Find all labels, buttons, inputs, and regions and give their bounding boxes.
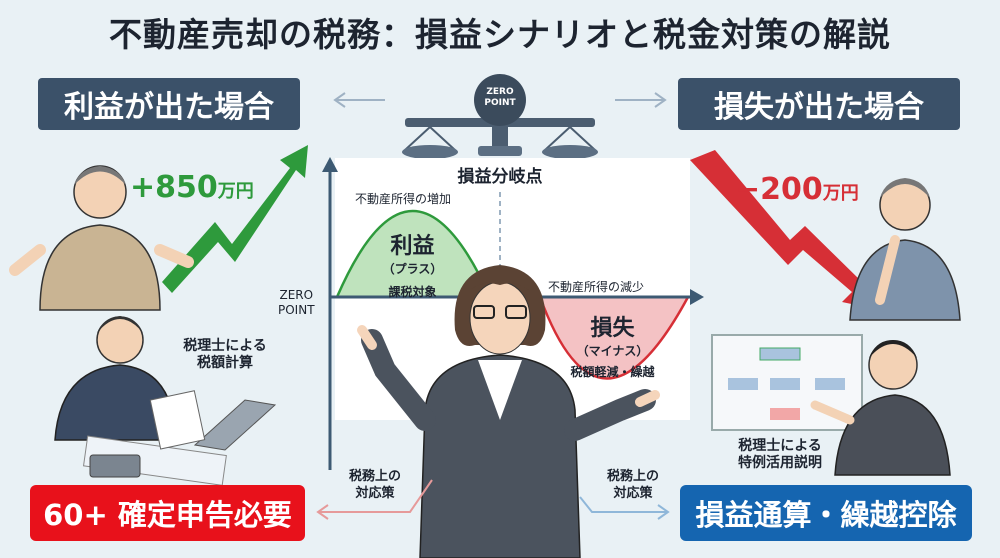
graph-title: 損益分岐点 bbox=[457, 167, 543, 187]
zero-point-badge: ZERO POINT bbox=[474, 87, 526, 109]
accountant-right-illustration bbox=[810, 340, 951, 476]
tax-return-required-box: 60+ 確定申告必要 bbox=[30, 485, 305, 541]
loss-amount: −200万円 bbox=[735, 172, 859, 207]
right-caption-line1: 税理士による bbox=[738, 438, 822, 454]
loss-region-label: 損失 （マイナス） 税額軽減・繰越 bbox=[550, 310, 675, 380]
loss-title: 損失 bbox=[590, 316, 635, 341]
profit-arrow bbox=[162, 145, 308, 293]
presenter-woman-illustration bbox=[357, 265, 660, 558]
loss-curve bbox=[538, 295, 691, 380]
right-caption: 税理士による特例活用説明 bbox=[725, 438, 835, 472]
profit-amount-unit: 万円 bbox=[217, 181, 254, 202]
profit-desc: 課税対象 bbox=[388, 285, 437, 299]
profit-amount: +850万円 bbox=[130, 170, 254, 205]
loss-case-header: 損失が出た場合 bbox=[678, 78, 960, 130]
left-measure-line2: 対応策 bbox=[355, 486, 395, 501]
loss-sub: （マイナス） bbox=[576, 344, 649, 358]
profit-sub: （プラス） bbox=[382, 262, 443, 276]
y-axis-label-line2: POINT bbox=[278, 303, 315, 317]
profit-region-label: 利益 （プラス） 課税対象 bbox=[360, 228, 465, 300]
left-measure-label: 税務上の対応策 bbox=[340, 468, 410, 502]
left-measure-line1: 税務上の bbox=[348, 469, 401, 484]
loss-amount-value: −200 bbox=[735, 172, 823, 207]
left-caption: 税理士による税額計算 bbox=[170, 338, 280, 372]
profit-case-header: 利益が出た場合 bbox=[38, 78, 300, 130]
profit-curve bbox=[335, 209, 492, 299]
loss-desc: 税額軽減・繰越 bbox=[570, 365, 655, 379]
right-measure-label: 税務上の対応策 bbox=[598, 468, 668, 502]
right-measure-line2: 対応策 bbox=[613, 486, 653, 501]
happy-man-illustration bbox=[9, 165, 194, 311]
loss-note: 不動産所得の減少 bbox=[548, 280, 645, 294]
header-arrows bbox=[333, 92, 667, 108]
left-measure-arrow bbox=[316, 479, 433, 520]
right-caption-line2: 特例活用説明 bbox=[738, 455, 822, 471]
loss-arrow bbox=[690, 150, 880, 310]
right-measure-line1: 税務上の bbox=[606, 469, 659, 484]
worried-man-illustration bbox=[849, 178, 961, 321]
badge-line2: POINT bbox=[484, 98, 516, 108]
loss-offset-carryforward-box: 損益通算・繰越控除 bbox=[680, 485, 972, 541]
profit-note: 不動産所得の増加 bbox=[355, 192, 452, 206]
accountant-left-illustration bbox=[54, 316, 277, 486]
balance-scale-icon bbox=[402, 74, 598, 159]
profit-title: 利益 bbox=[390, 234, 435, 259]
badge-line1: ZERO bbox=[486, 87, 514, 97]
y-axis-label-line1: ZERO bbox=[279, 288, 314, 302]
profit-amount-value: +850 bbox=[130, 170, 218, 205]
page-title: 不動産売却の税務：損益シナリオと税金対策の解説 bbox=[109, 15, 891, 54]
left-caption-line1: 税理士による bbox=[183, 338, 267, 354]
left-caption-line2: 税額計算 bbox=[197, 355, 253, 371]
right-measure-arrow bbox=[579, 496, 670, 520]
loss-amount-unit: 万円 bbox=[822, 183, 859, 204]
